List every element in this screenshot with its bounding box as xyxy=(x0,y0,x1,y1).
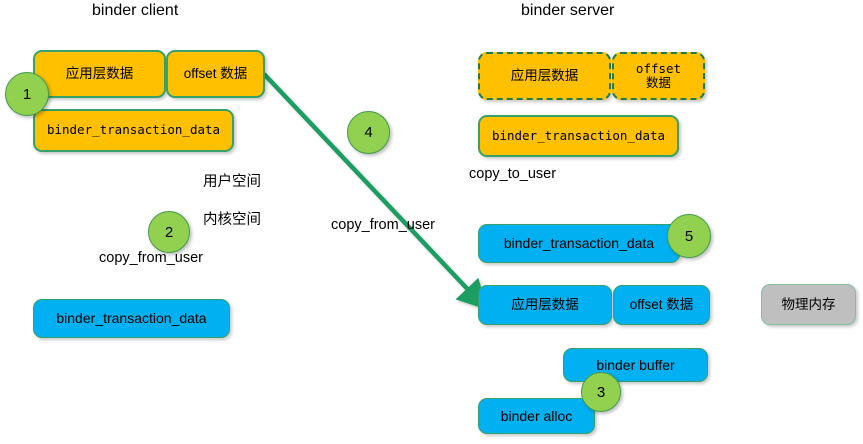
server-kernel-app-data-box[interactable]: 应用层数据 xyxy=(478,285,612,325)
client-binder-transaction-data-label: binder_transaction_data xyxy=(46,122,221,138)
physical-memory-box[interactable]: 物理内存 xyxy=(761,284,856,325)
user-space-label: 用户空间 xyxy=(203,174,261,190)
binder-buffer-label: binder buffer xyxy=(596,356,675,373)
step-badge-2: 2 xyxy=(148,211,190,253)
client-kernel-binder-transaction-data-box[interactable]: binder_transaction_data xyxy=(33,299,230,338)
server-offset-data-label: offset 数据 xyxy=(635,60,682,90)
server-offset-data-box[interactable]: offset 数据 xyxy=(612,52,705,100)
client-title: binder client xyxy=(92,2,179,19)
server-kernel-app-data-label: 应用层数据 xyxy=(511,297,579,313)
binder-alloc-label: binder alloc xyxy=(500,407,573,424)
step-badge-3: 3 xyxy=(581,372,621,412)
client-kernel-btd-label: binder_transaction_data xyxy=(56,310,207,327)
step-badge-1: 1 xyxy=(5,72,49,116)
server-binder-transaction-data-label: binder_transaction_data xyxy=(491,127,666,143)
step-badge-4: 4 xyxy=(347,111,390,154)
copy-from-user-diagonal-label: copy_from_user xyxy=(331,217,435,233)
arrow-copy-from-user-diagonal xyxy=(262,72,488,310)
server-kernel-binder-transaction-data-box[interactable]: binder_transaction_data xyxy=(478,224,680,263)
client-offset-data-label: offset 数据 xyxy=(183,66,248,82)
step-badge-3-label: 3 xyxy=(596,383,606,401)
server-app-data-box[interactable]: 应用层数据 xyxy=(478,52,611,100)
server-app-data-label: 应用层数据 xyxy=(510,68,579,84)
server-kernel-offset-data-box[interactable]: offset 数据 xyxy=(613,285,710,325)
step-badge-5: 5 xyxy=(667,214,711,258)
server-kernel-offset-data-label: offset 数据 xyxy=(629,297,694,313)
client-offset-data-box[interactable]: offset 数据 xyxy=(166,50,265,98)
client-binder-transaction-data-box[interactable]: binder_transaction_data xyxy=(33,109,234,152)
server-kernel-btd-label: binder_transaction_data xyxy=(503,235,655,252)
client-app-data-label: 应用层数据 xyxy=(65,66,134,82)
copy-to-user-label: copy_to_user xyxy=(469,166,557,182)
copy-from-user-client-label: copy_from_user xyxy=(99,250,203,266)
kernel-space-label: 内核空间 xyxy=(203,212,261,228)
server-title: binder server xyxy=(521,2,615,19)
server-binder-transaction-data-box[interactable]: binder_transaction_data xyxy=(478,115,679,157)
step-badge-1-label: 1 xyxy=(22,85,32,103)
step-badge-2-label: 2 xyxy=(164,223,174,241)
step-badge-5-label: 5 xyxy=(684,227,694,245)
step-badge-4-label: 4 xyxy=(364,124,373,141)
binder-buffer-box[interactable]: binder buffer xyxy=(563,348,708,382)
physical-memory-label: 物理内存 xyxy=(781,296,836,312)
binder-alloc-box[interactable]: binder alloc xyxy=(478,398,595,434)
client-app-data-box[interactable]: 应用层数据 xyxy=(33,50,166,98)
